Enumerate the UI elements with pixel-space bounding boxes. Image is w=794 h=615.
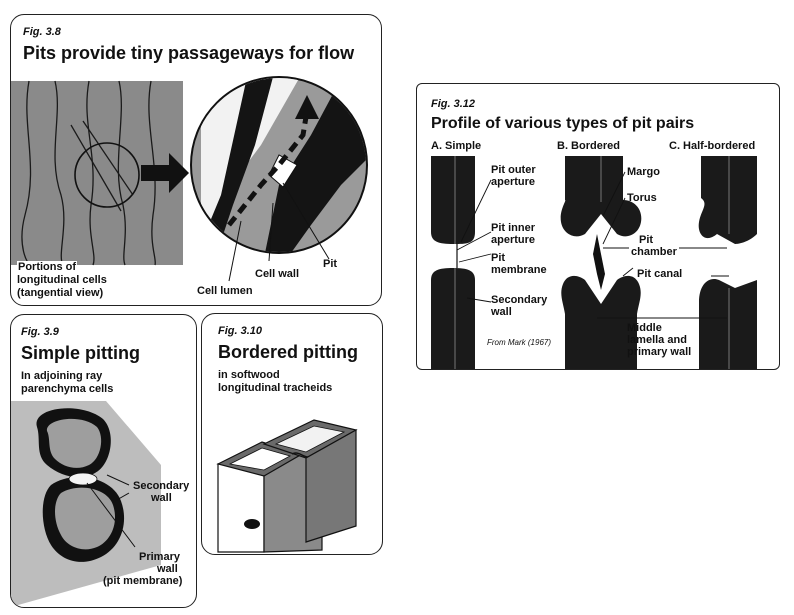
label-pit-inner-line1: Pit inner	[491, 222, 536, 234]
fig-3-10-subtitle-line1: in softwood	[218, 369, 280, 381]
credit-from-mark: From Mark (1967)	[487, 338, 552, 347]
fig-3-12-number: Fig. 3.12	[431, 98, 476, 110]
fig-3-12-panel: Fig. 3.12 Profile of various types of pi…	[416, 83, 780, 370]
fig-3-8-panel: Fig. 3.8 Pits provide tiny passageways f…	[10, 14, 382, 306]
label-pit: Pit	[323, 258, 338, 270]
label-secondary-wall-line1: Secondary	[133, 480, 190, 492]
fig-3-9-number: Fig. 3.9	[21, 326, 59, 338]
label-cell-lumen: Cell lumen	[197, 285, 253, 297]
column-half-bordered: C. Half-bordered	[669, 140, 756, 152]
label-portions-line1: Portions of	[17, 261, 78, 274]
label-middle-lamella-line3: primary wall	[627, 346, 692, 358]
fig-3-9-subtitle-line1: In adjoining ray	[21, 370, 103, 382]
label-pit-outer-line1: Pit outer	[491, 164, 536, 176]
column-simple: A. Simple	[431, 140, 482, 152]
fig-3-12-title: Profile of various types of pit pairs	[431, 115, 695, 132]
fig-3-12-illustration	[431, 156, 757, 369]
label-pit-inner-line2: aperture	[491, 234, 536, 246]
fig-3-8-illustration	[11, 76, 368, 282]
label-pit-chamber-line2: chamber	[631, 246, 677, 258]
label-torus: Torus	[627, 192, 657, 204]
label-cell-wall: Cell wall	[255, 268, 300, 280]
label-secondary-wall-line2: wall	[151, 492, 172, 504]
fig-3-9-subtitle-line2: parenchyma cells	[21, 383, 114, 395]
label-secondary-wall-line2: wall	[491, 306, 512, 318]
fig-3-8-number: Fig. 3.8	[23, 26, 61, 38]
label-middle-lamella-line2: lamella and	[627, 334, 687, 346]
fig-3-10-panel: Fig. 3.10 Bordered pitting in softwood l…	[201, 313, 383, 555]
fig-3-9-panel: Fig. 3.9 Simple pitting In adjoining ray…	[10, 314, 197, 608]
label-pit-canal: Pit canal	[637, 268, 683, 280]
lower-cell	[42, 477, 125, 562]
fig-3-10-number: Fig. 3.10	[218, 325, 263, 337]
fig-3-9-illustration	[11, 401, 161, 607]
leader-lines-3-12	[456, 171, 729, 319]
fig-3-10-title: Bordered pitting	[218, 342, 358, 362]
half-bordered-pit-cells	[698, 156, 757, 369]
label-portions-line2: longitudinal cells	[17, 274, 107, 286]
pit-aperture-icon	[244, 519, 260, 529]
label-pit-outer-line2: aperture	[491, 176, 536, 188]
label-primary-wall-line2: wall	[157, 563, 178, 575]
upper-cell	[36, 408, 111, 478]
cell-lines	[21, 80, 156, 266]
simple-pit-cells	[431, 156, 475, 369]
zoom-circle-small	[74, 142, 140, 208]
label-pit-membrane-line1: Pit	[491, 252, 506, 264]
label-middle-lamella-line1: Middle	[627, 322, 662, 334]
label-primary-wall-line1: Primary	[139, 551, 180, 563]
zoom-arrow-icon	[141, 153, 189, 193]
fig-3-10-subtitle-line2: longitudinal tracheids	[218, 382, 333, 394]
bordered-pit-cells	[560, 156, 642, 369]
leader-lines-3-8	[228, 182, 330, 282]
column-bordered: B. Bordered	[557, 140, 620, 152]
label-secondary-wall-line1: Secondary	[491, 294, 548, 306]
leader-lines-3-9	[86, 474, 136, 548]
label-margo: Margo	[627, 166, 660, 178]
pit-membrane-dots	[68, 472, 98, 486]
label-primary-wall-line3: (pit membrane)	[103, 575, 183, 587]
label-pit-membrane-line2: membrane	[491, 264, 547, 276]
fig-3-8-title: Pits provide tiny passageways for flow	[23, 43, 355, 63]
tracheid-left-face	[217, 463, 265, 553]
fig-3-9-title: Simple pitting	[21, 343, 140, 363]
label-portions-line3: (tangential view)	[17, 287, 104, 299]
fig-3-10-illustration	[216, 419, 358, 553]
label-pit-chamber-line1: Pit	[639, 234, 654, 246]
